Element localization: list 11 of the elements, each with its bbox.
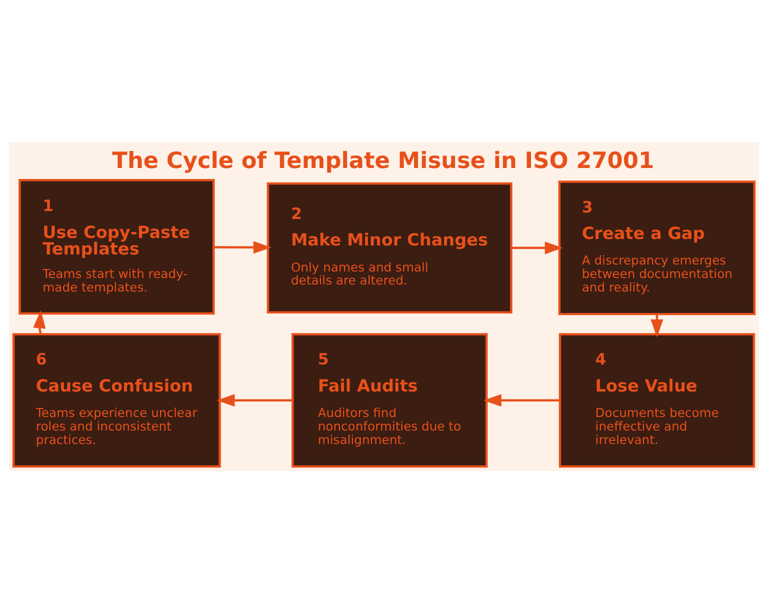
arrow <box>483 394 560 406</box>
arrow <box>216 394 292 406</box>
arrow <box>214 240 272 254</box>
node-box: 2 Make Minor Changes Only names and small details are altered. <box>266 182 512 313</box>
node-box: 4 Lose Value Documents become ineffective and irrelevant. <box>558 332 756 468</box>
node-box: 6 Cause Confusion Teams experience unclear roles and inconsistent practices. <box>12 332 221 468</box>
node-box: 1 Use Copy-Paste Templates Teams start with ready-made templates. <box>18 178 215 314</box>
node-box: 5 Fail Audits Auditors find nonconformities due to misalignment. <box>292 332 488 468</box>
arrow <box>511 241 563 254</box>
diagram-title: The Cycle of Template Misuse in ISO 27001 <box>112 147 654 174</box>
node-box: 3 Create a Gap A discrepancy emerges between documentation and reality. <box>558 180 756 315</box>
